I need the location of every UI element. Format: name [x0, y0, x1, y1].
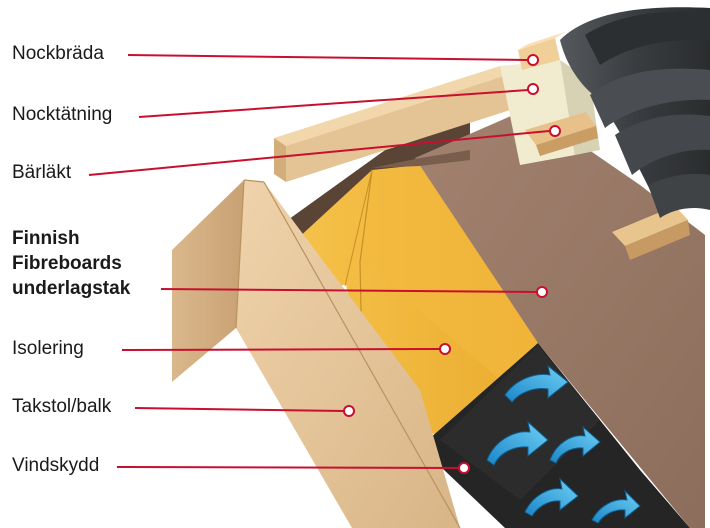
airflow-arrow — [524, 477, 579, 517]
batten-on-board-side — [536, 126, 598, 156]
marker-nockbrada — [527, 54, 539, 66]
airflow-arrow — [504, 364, 569, 403]
marker-vindskydd — [458, 462, 470, 474]
label-isolering: Isolering — [12, 338, 84, 359]
batten-on-board — [525, 112, 596, 145]
leader-lines — [88, 54, 550, 469]
roof-tile-ridge — [585, 11, 710, 65]
label-underlagstak-line1: Finnish — [12, 228, 80, 249]
airflow-arrow — [486, 420, 549, 466]
roof-tile-row — [590, 68, 710, 128]
label-nocktatning: Nocktätning — [12, 104, 113, 125]
marker-nocktatning — [527, 83, 539, 95]
leader-line-barlakt — [88, 130, 550, 176]
rafter-edge — [263, 181, 461, 528]
label-underlagstak-line2: Fibreboards — [12, 253, 122, 274]
underlay-board-top — [372, 150, 470, 168]
marker-barlakt — [549, 125, 561, 137]
insulation-crease — [344, 169, 373, 287]
label-nockbrada: Nockbräda — [12, 43, 104, 64]
insulation-front-face — [360, 165, 560, 380]
underlay-board — [415, 112, 705, 528]
loose-batten-side — [625, 220, 690, 260]
rafter-front — [236, 180, 460, 528]
airflow-arrows — [486, 364, 641, 524]
leader-line-vindskydd — [116, 466, 460, 469]
marker-underlagstak — [536, 286, 548, 298]
airflow-arrow — [549, 425, 601, 464]
leader-line-nockbrada — [127, 54, 528, 61]
loose-batten — [612, 206, 688, 246]
leader-line-takstol — [134, 407, 345, 412]
label-vindskydd: Vindskydd — [12, 455, 100, 476]
label-underlagstak-line3: underlagstak — [12, 278, 131, 299]
label-takstol: Takstol/balk — [12, 396, 112, 417]
marker-isolering — [439, 343, 451, 355]
ridge-batten-side — [274, 138, 286, 182]
leader-line-nocktatning — [138, 89, 529, 118]
ridge-batten-side — [286, 74, 510, 182]
roof-tile-row — [648, 173, 710, 218]
rafter-edge — [235, 179, 245, 329]
roof-tile-row — [615, 114, 710, 175]
ridge-board-top — [518, 32, 565, 50]
leader-line-isolering — [121, 348, 441, 351]
rafter-edge — [243, 179, 265, 183]
ridge-batten — [274, 66, 510, 146]
leader-line-underlagstak — [160, 288, 541, 293]
airflow-arrow — [591, 489, 641, 524]
label-barlakt: Bärläkt — [12, 162, 72, 183]
rafter-back — [172, 180, 244, 382]
leader-markers — [343, 54, 561, 474]
marker-takstol — [343, 405, 355, 417]
